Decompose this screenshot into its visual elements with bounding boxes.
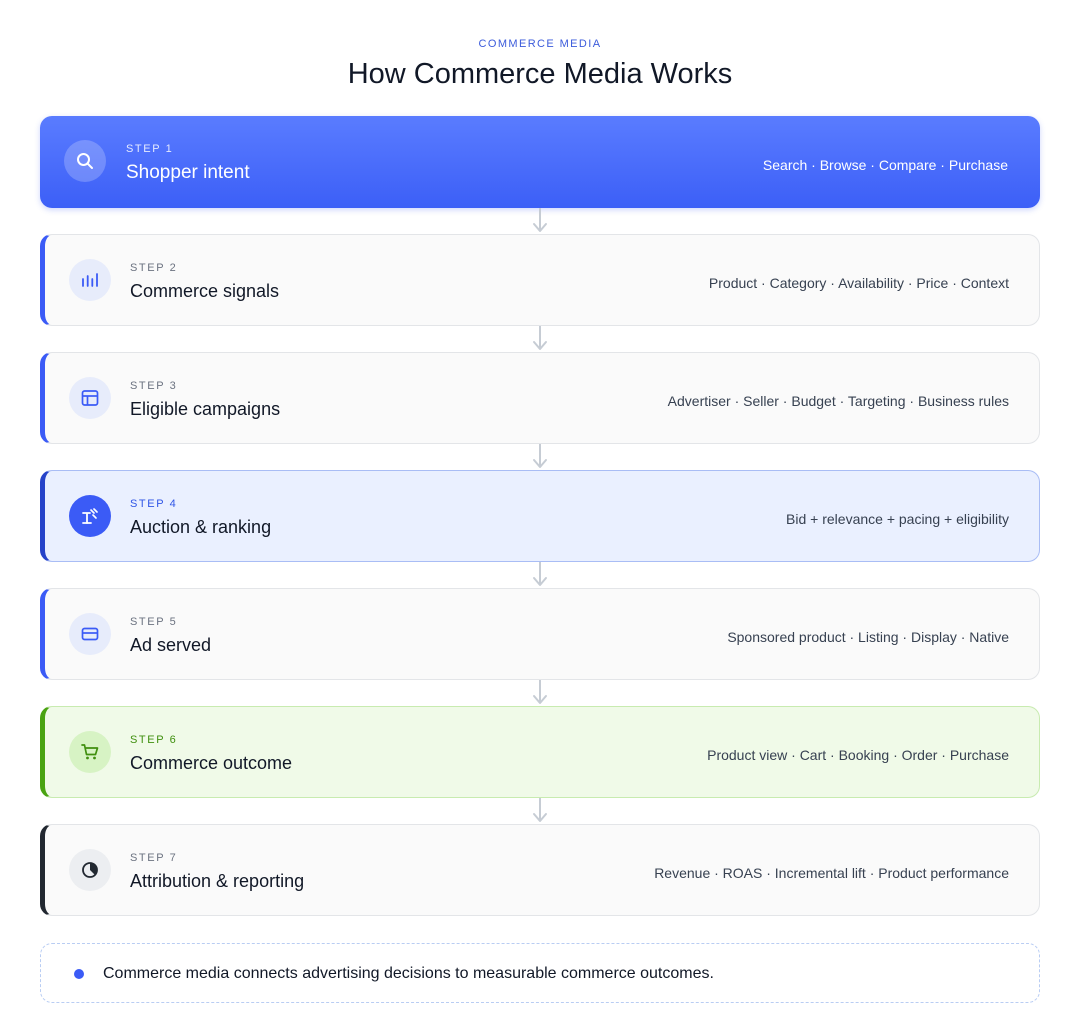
pie-chart-icon: [69, 849, 111, 891]
step-number: STEP 2: [130, 262, 178, 274]
summary-note: Commerce media connects advertising deci…: [40, 943, 1040, 1003]
step-number: STEP 3: [130, 380, 178, 392]
step-number: STEP 6: [130, 734, 178, 746]
step-detail: Advertiser · Seller · Budget · Targeting…: [667, 393, 1009, 409]
step-title: Eligible campaigns: [130, 399, 281, 419]
step-title: Auction & ranking: [130, 517, 272, 537]
step-4-card: STEP 4 Auction & ranking Bid + relevance…: [40, 470, 1040, 562]
page-title: How Commerce Media Works: [347, 58, 733, 90]
step-title: Attribution & reporting: [130, 871, 305, 891]
arrow-down-icon: [533, 326, 547, 350]
step-title: Commerce outcome: [130, 753, 293, 773]
step-title: Shopper intent: [126, 162, 250, 183]
eyebrow-label: COMMERCE MEDIA: [478, 38, 602, 50]
step-detail: Product view · Cart · Booking · Order · …: [707, 747, 1009, 763]
step-1-card: STEP 1 Shopper intent Search · Browse · …: [40, 116, 1040, 208]
step-number: STEP 4: [130, 498, 178, 510]
step-title: Commerce signals: [130, 281, 280, 301]
step-number: STEP 1: [126, 143, 174, 155]
step-2-card: STEP 2 Commerce signals Product · Catego…: [40, 234, 1040, 326]
bar-chart-icon: [69, 259, 111, 301]
step-detail: Revenue · ROAS · Incremental lift · Prod…: [654, 865, 1009, 881]
arrow-down-icon: [533, 798, 547, 822]
bullet-dot-icon: [74, 969, 84, 979]
step-number: STEP 7: [130, 852, 178, 864]
arrow-down-icon: [533, 208, 547, 232]
arrow-down-icon: [533, 680, 547, 704]
arrow-down-icon: [533, 444, 547, 468]
step-number: STEP 5: [130, 616, 178, 628]
step-6-card: STEP 6 Commerce outcome Product view · C…: [40, 706, 1040, 798]
arrow-down-icon: [533, 562, 547, 586]
summary-text: Commerce media connects advertising deci…: [103, 965, 714, 982]
step-3-card: STEP 3 Eligible campaigns Advertiser · S…: [40, 352, 1040, 444]
gavel-icon: [69, 495, 111, 537]
search-icon: [64, 140, 106, 182]
step-detail: Bid + relevance + pacing + eligibility: [786, 511, 1009, 527]
step-title: Ad served: [130, 635, 212, 655]
card-icon: [69, 613, 111, 655]
cart-icon: [69, 731, 111, 773]
layout-icon: [69, 377, 111, 419]
step-5-card: STEP 5 Ad served Sponsored product · Lis…: [40, 588, 1040, 680]
step-detail: Product · Category · Availability · Pric…: [708, 275, 1009, 291]
step-7-card: STEP 7 Attribution & reporting Revenue ·…: [40, 824, 1040, 916]
step-detail: Sponsored product · Listing · Display · …: [727, 629, 1009, 645]
step-detail: Search · Browse · Compare · Purchase: [762, 157, 1008, 173]
